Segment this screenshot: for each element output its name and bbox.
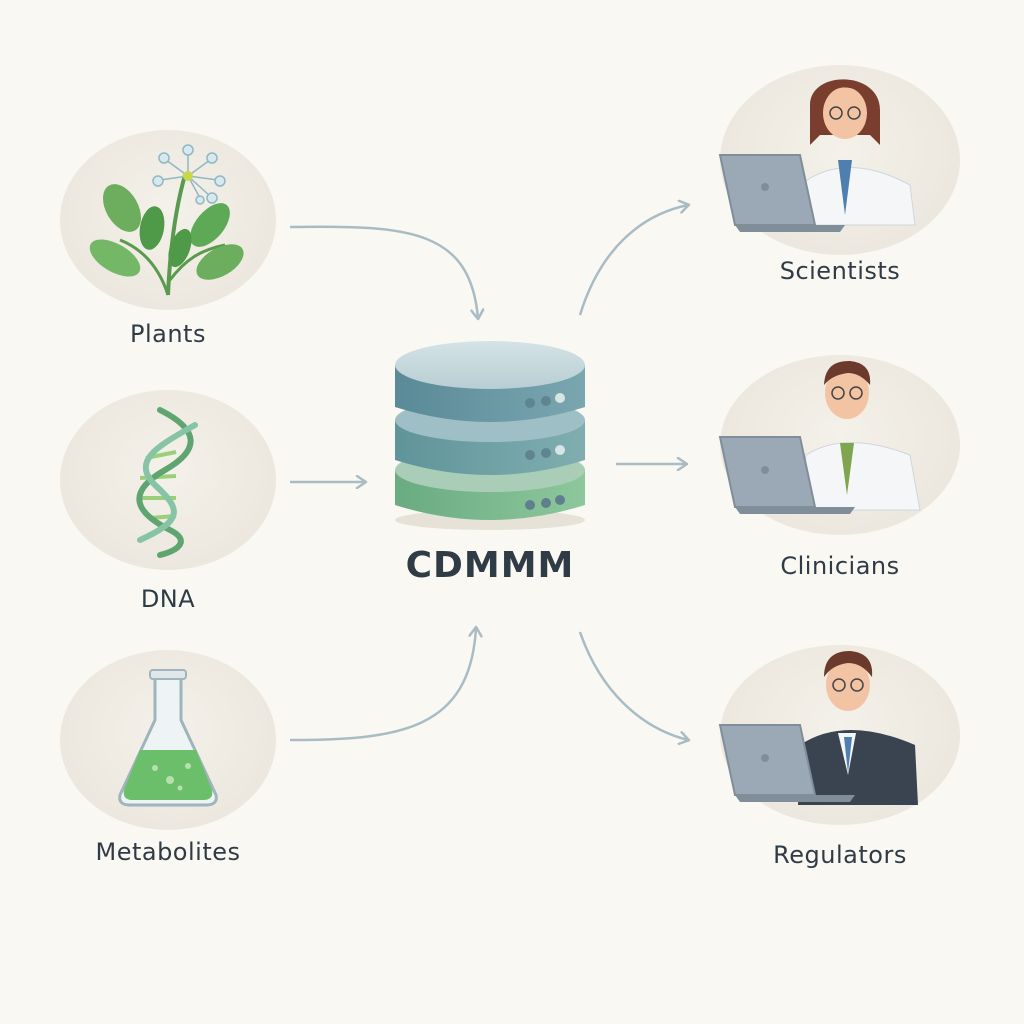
output-clinicians: Clinicians [718, 355, 960, 580]
input-metabolites: Metabolites [60, 650, 276, 866]
output-scientists: Scientists [718, 65, 960, 285]
input-label: DNA [140, 585, 196, 613]
input-label: Metabolites [95, 838, 241, 866]
flask-icon [118, 669, 218, 807]
clinician-icon [718, 360, 921, 514]
hub-label: CDMMM [405, 545, 575, 586]
dna-icon [136, 407, 198, 558]
output-label: Regulators [773, 841, 907, 869]
scientist-icon [718, 79, 916, 232]
arrow-hub-to-regulators [578, 631, 688, 740]
output-label: Clinicians [780, 552, 900, 580]
input-dna: DNA [60, 390, 276, 613]
output-label: Scientists [779, 257, 901, 285]
arrow-hub-to-scientists [578, 205, 688, 316]
input-label: Plants [130, 320, 206, 348]
arrow-plants-to-hub [289, 225, 478, 318]
input-plants: Plants [60, 130, 276, 348]
plant-icon [89, 144, 244, 296]
database-icon [395, 341, 585, 530]
arrow-metabolites-to-hub [289, 628, 476, 742]
output-regulators: Regulators [718, 645, 960, 869]
regulator-icon [718, 651, 918, 805]
